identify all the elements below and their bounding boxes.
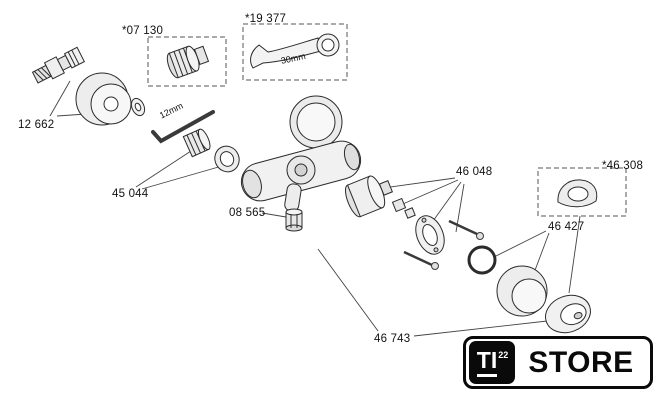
service-kit-box-19377: [242, 23, 348, 81]
logo-store-text: STORE: [528, 345, 634, 379]
part-label-46427: 46 427: [548, 221, 585, 233]
part-label-19377: *19 377: [245, 13, 287, 25]
part-knurled-nut: [182, 128, 211, 158]
part-nut-08565: [285, 208, 303, 232]
part-label-46743: 46 743: [374, 333, 411, 345]
part-cartridge: [344, 175, 394, 218]
part-dome-cap: [496, 265, 548, 317]
allen-key: [151, 110, 215, 144]
part-screw-upper: [448, 219, 484, 240]
part-label-46048: 46 048: [456, 166, 493, 178]
part-cartridge-adapters: [391, 197, 416, 219]
part-washer: [130, 97, 146, 117]
service-kit-box-46308: [537, 167, 627, 217]
part-inlet-fitting: [31, 46, 86, 84]
part-label-46308: *46 308: [602, 160, 644, 172]
part-label-07130: *07 130: [122, 25, 164, 37]
logo-superscript: 22: [498, 349, 509, 360]
part-mixer-body: [240, 95, 362, 212]
part-o-ring: [467, 245, 497, 275]
part-label-08565: 08 565: [229, 207, 266, 219]
part-screw-lower: [403, 250, 439, 270]
part-handle: [545, 294, 591, 334]
part-retaining-flange: [415, 215, 445, 255]
part-label-12662: 12 662: [18, 119, 55, 131]
part-service-adapter-07130: [166, 45, 210, 79]
part-label-45044: 45 044: [112, 188, 149, 200]
part-coupling-ring: [214, 145, 240, 173]
service-wrench-19377: [250, 33, 340, 69]
part-escutcheon: [75, 72, 132, 126]
logo-brand-text: TI: [476, 348, 498, 377]
part-handle-cap-46308: [557, 179, 598, 208]
